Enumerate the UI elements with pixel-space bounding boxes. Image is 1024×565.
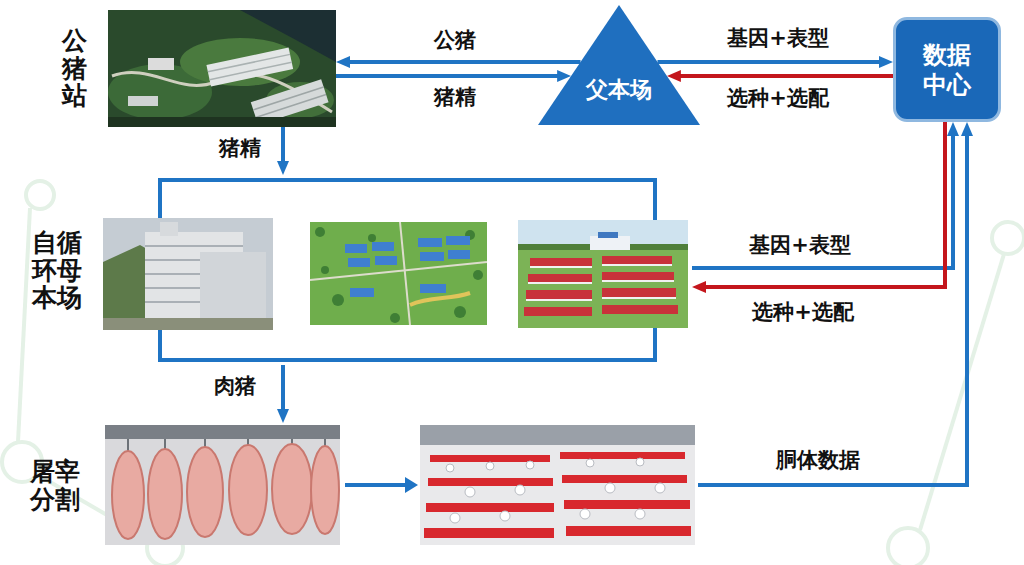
edge-label: 胴体数据 — [774, 448, 862, 472]
flow-arrow — [281, 365, 285, 415]
flow-arrow — [698, 130, 967, 485]
text-holder: 自循环母本场 — [32, 229, 82, 312]
edge-label: 选种+选配 — [725, 86, 831, 110]
background-network — [2, 181, 1024, 565]
label-holder: 肉猪 — [212, 372, 258, 400]
label-holder: 基因+表型 — [747, 231, 853, 259]
edge-label: 基因+表型 — [725, 26, 831, 50]
triangle-node: 父本场 — [538, 5, 700, 125]
sow-farm-site-photo — [310, 222, 487, 325]
label-holder: 公猪 — [432, 26, 478, 54]
label-holder: 猪精 — [217, 134, 263, 162]
group-node: 自循环母本场 — [100, 175, 692, 365]
node-label: 父本场 — [538, 75, 700, 105]
cutting-hall-photo — [420, 425, 695, 545]
group-node: 屠宰分割 — [103, 423, 698, 548]
photo-node: 公猪站 — [108, 10, 336, 127]
text-holder: 屠宰分割 — [30, 458, 80, 513]
node-heading: 自循环母本场 — [32, 229, 82, 312]
boar-station-photo — [108, 10, 336, 127]
edge-label: 猪精 — [217, 136, 263, 160]
sow-farm-barn-photo — [518, 220, 688, 328]
edge-label: 猪精 — [432, 85, 478, 109]
text-holder: 数据中心 — [896, 20, 998, 119]
flow-arrow — [658, 60, 886, 64]
data-center-box: 数据中心 — [893, 17, 1001, 122]
triangle-shape — [538, 5, 700, 125]
text-holder: 公猪站 — [62, 27, 87, 110]
edge-label: 选种+选配 — [750, 300, 856, 324]
node-heading: 公猪站 — [62, 27, 87, 110]
label-holder: 猪精 — [432, 83, 478, 111]
edge-label: 肉猪 — [212, 374, 258, 398]
flow-arrow — [336, 74, 563, 78]
flow-arrow — [675, 74, 893, 78]
node-heading: 屠宰分割 — [30, 458, 80, 513]
label-holder: 选种+选配 — [750, 298, 856, 326]
flow-arrow — [345, 477, 418, 493]
text-holder: 父本场 — [538, 75, 700, 105]
flow-arrow — [700, 122, 945, 287]
sow-farm-building-photo — [103, 218, 273, 330]
flow-arrow — [692, 130, 953, 268]
flow-arrow — [344, 60, 581, 64]
node-label: 数据中心 — [923, 40, 971, 100]
label-holder: 选种+选配 — [725, 84, 831, 112]
triangle-shape — [538, 5, 700, 125]
label-holder: 胴体数据 — [774, 446, 862, 474]
edge-label: 公猪 — [432, 28, 478, 52]
flow-arrow — [281, 127, 285, 167]
edge-label: 基因+表型 — [747, 233, 853, 257]
label-holder: 基因+表型 — [725, 24, 831, 52]
slaughter-photo — [105, 425, 340, 545]
